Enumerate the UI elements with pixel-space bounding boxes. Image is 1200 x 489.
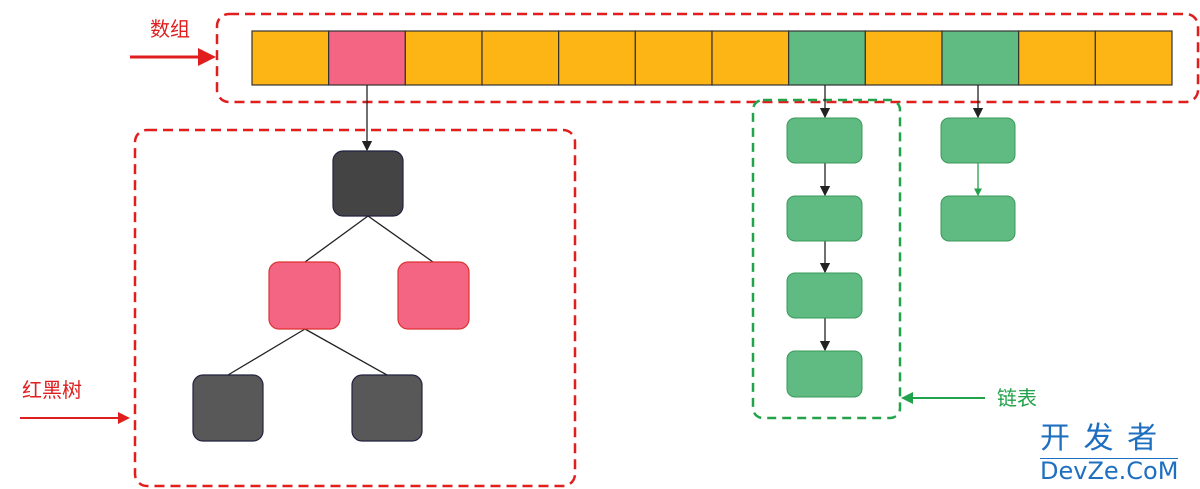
tree-edge bbox=[227, 328, 306, 376]
array-label: 数组 bbox=[150, 17, 190, 41]
array-cell-pink bbox=[328, 30, 406, 86]
tree-edge bbox=[304, 215, 369, 263]
array-cell-orange bbox=[251, 30, 330, 86]
tree-node-black bbox=[351, 374, 423, 442]
tree-edge bbox=[367, 215, 434, 263]
array-cell-orange bbox=[404, 30, 483, 86]
tree-label: 红黑树 bbox=[22, 378, 82, 402]
array-cell-orange bbox=[864, 30, 943, 86]
array-cell-green bbox=[788, 30, 866, 86]
watermark-line1: 开 发 者 bbox=[1040, 421, 1160, 456]
list-node bbox=[786, 350, 863, 398]
array-cells bbox=[251, 30, 1173, 86]
tree-node-black-root bbox=[332, 150, 404, 217]
array-cell-green bbox=[941, 30, 1020, 86]
tree-group-border bbox=[133, 128, 577, 488]
list-node bbox=[786, 272, 863, 319]
array-cell-orange bbox=[1018, 30, 1096, 86]
array-cell-orange bbox=[481, 30, 560, 86]
array-group-border bbox=[215, 12, 1200, 104]
tree-node-red bbox=[397, 261, 470, 330]
list-node bbox=[786, 195, 863, 242]
list-group-border bbox=[751, 98, 902, 420]
array-cell-orange bbox=[634, 30, 713, 86]
watermark-line2: DevZe.CoM bbox=[1040, 457, 1179, 485]
list-node bbox=[786, 117, 863, 164]
tree-edge bbox=[304, 328, 388, 376]
array-cell-orange bbox=[558, 30, 636, 86]
array-cell-orange bbox=[1094, 30, 1173, 86]
tree-node-black bbox=[192, 374, 264, 442]
list-node bbox=[940, 195, 1016, 242]
list-label: 链表 bbox=[997, 386, 1037, 410]
array-cell-orange bbox=[711, 30, 790, 86]
list-node bbox=[940, 117, 1016, 164]
tree-node-red bbox=[268, 261, 341, 330]
